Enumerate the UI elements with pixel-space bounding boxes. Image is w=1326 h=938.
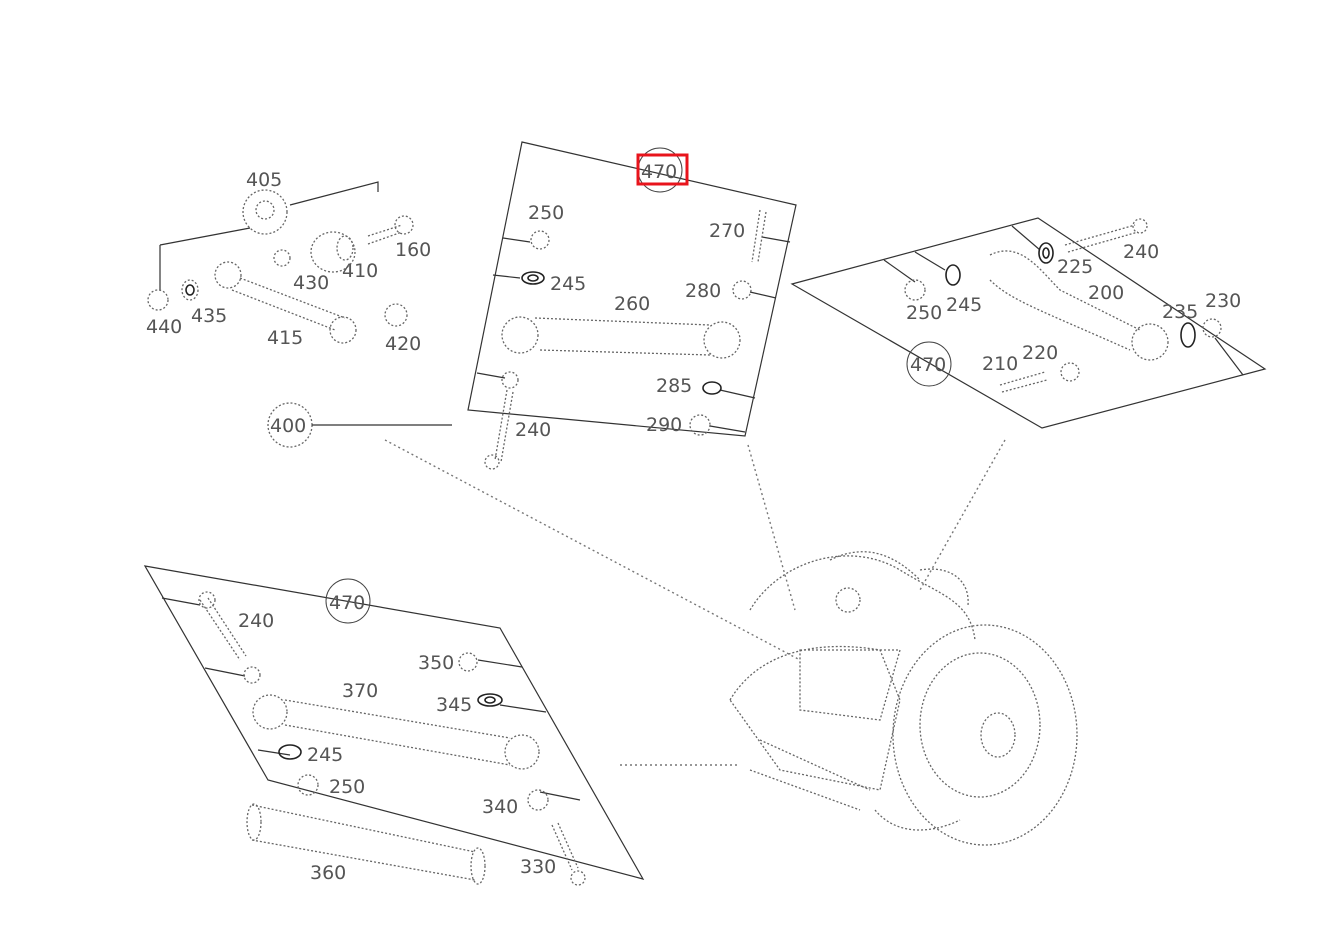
label-360: 360	[310, 862, 346, 884]
callout-400	[267, 402, 801, 661]
panel-top-right	[790, 217, 1267, 591]
label-410: 410	[342, 260, 378, 282]
label-430: 430	[293, 272, 329, 294]
central-assembly	[729, 551, 1078, 846]
label-350: 350	[418, 652, 454, 674]
label-235: 235	[1162, 301, 1198, 323]
label-245: 245	[550, 273, 586, 295]
label-285: 285	[656, 375, 692, 397]
label-290: 290	[646, 414, 682, 436]
label-250: 250	[528, 202, 564, 224]
label-200: 200	[1088, 282, 1124, 304]
label-240: 240	[515, 419, 551, 441]
label-270: 270	[709, 220, 745, 242]
highlight-box-470	[636, 153, 689, 186]
panel-top-center	[467, 141, 797, 611]
label-245-bottom: 245	[307, 744, 343, 766]
label-230: 230	[1205, 290, 1241, 312]
label-220: 220	[1022, 342, 1058, 364]
label-250-right: 250	[906, 302, 942, 324]
group-405	[147, 181, 414, 344]
label-210: 210	[982, 353, 1018, 375]
label-245-right: 245	[946, 294, 982, 316]
label-330: 330	[520, 856, 556, 878]
label-370: 370	[342, 680, 378, 702]
label-415: 415	[267, 327, 303, 349]
label-340: 340	[482, 796, 518, 818]
labels: 405 160 410 430 440 435 415 420 400 470 …	[146, 161, 1241, 884]
panel-bottom-left	[143, 565, 740, 886]
label-420: 420	[385, 333, 421, 355]
label-345: 345	[436, 694, 472, 716]
label-260: 260	[614, 293, 650, 315]
label-280: 280	[685, 280, 721, 302]
label-240-right: 240	[1123, 241, 1159, 263]
label-225: 225	[1057, 256, 1093, 278]
label-470-highlighted[interactable]: 470	[641, 161, 677, 183]
label-435: 435	[191, 305, 227, 327]
label-470-bottom: 470	[329, 592, 365, 614]
label-470-right: 470	[910, 354, 946, 376]
label-160: 160	[395, 239, 431, 261]
label-400: 400	[270, 415, 306, 437]
label-250-bottom: 250	[329, 776, 365, 798]
label-440: 440	[146, 316, 182, 338]
label-240-bottom: 240	[238, 610, 274, 632]
label-405: 405	[246, 169, 282, 191]
